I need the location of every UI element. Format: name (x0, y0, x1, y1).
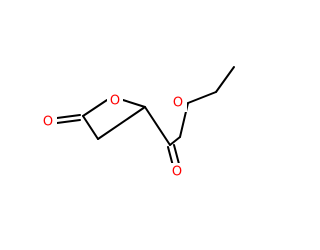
ring-carbonyl-oxygen-label: O (43, 115, 53, 130)
ring-carbonyl-oxygen-mask (39, 113, 57, 131)
bond-c3-c2 (97, 106, 146, 140)
ester-carbonyl-oxygen-label: O (172, 165, 182, 180)
ester-oxygen-label: O (173, 96, 183, 111)
atom-label-layer: O O O O (43, 94, 183, 180)
structure-canvas: O O O O (39, 66, 235, 181)
bond-ester-carbon-ester-o (169, 136, 181, 146)
molecule-diagram: O O O O (39, 66, 235, 181)
ring-oxygen-label: O (110, 94, 120, 109)
bond-ring-o-c4 (82, 99, 108, 117)
ring-oxygen-mask (107, 92, 123, 110)
bond-ethyl-ch2-ch3 (215, 66, 235, 93)
bond-ester-carbonyl-o-outer (167, 146, 174, 167)
bond-c4-carbonyl-o-outer (56, 114, 81, 119)
bond-ester-carbonyl-o-inner (173, 144, 180, 165)
bond-c4-c3 (82, 115, 99, 140)
ester-carbonyl-oxygen-mask (168, 163, 186, 181)
bond-layer (56, 66, 235, 167)
bond-c4-carbonyl-o-inner (56, 119, 81, 124)
bond-c2-ester-carbon (144, 106, 171, 146)
atom-mask-layer (39, 92, 187, 181)
ester-oxygen-mask (169, 94, 187, 112)
bond-ring-o-c2 (122, 99, 146, 108)
bond-ester-o-ethyl-ch2 (187, 91, 217, 104)
